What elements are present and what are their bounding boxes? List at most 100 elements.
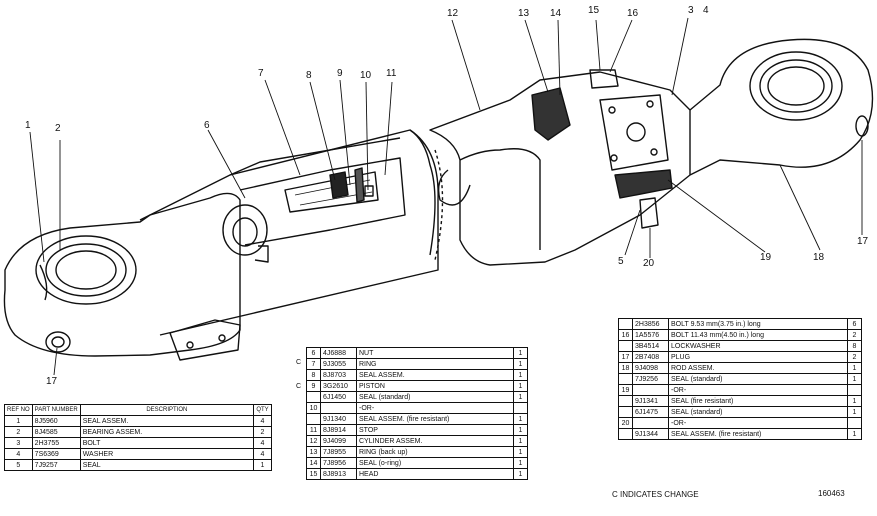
cell-ref: 16: [618, 329, 633, 341]
cell-qty: 1: [513, 457, 528, 469]
cell-desc: PLUG: [668, 351, 848, 363]
cell-qty: 1: [847, 373, 862, 385]
col-header-desc: DESCRIPTION: [79, 404, 255, 416]
cell-ref: [618, 395, 633, 407]
cell-ref: 13: [306, 446, 321, 458]
cell-part: 7J9257: [31, 459, 81, 471]
callout-5: 5: [618, 256, 624, 267]
cell-ref: 17: [618, 351, 633, 363]
cell-qty: [847, 417, 862, 429]
table-header-row: REF NO PART NUMBER DESCRIPTION QTY: [4, 404, 272, 416]
cell-desc: -OR-: [668, 384, 848, 396]
cell-qty: 1: [513, 468, 528, 480]
cell-desc: SEAL (standard): [668, 373, 848, 385]
cell-desc: -OR-: [356, 402, 514, 414]
cell-qty: 1: [253, 459, 272, 471]
callout-6: 6: [204, 120, 210, 131]
callout-17-left: 17: [46, 376, 58, 387]
piston-assembly: [222, 157, 406, 263]
cell-part: 6J1475: [632, 406, 669, 418]
figure-number: 160463: [818, 489, 845, 498]
cell-qty: 1: [513, 446, 528, 458]
col-header-ref: REF NO: [4, 404, 33, 416]
cell-qty: 1: [513, 380, 528, 392]
cell-ref: 20: [618, 417, 633, 429]
cell-part: 8J8703: [320, 369, 357, 381]
cell-desc: RING (back up): [356, 446, 514, 458]
cell-ref: 19: [618, 384, 633, 396]
cell-part: 9J3055: [320, 358, 357, 370]
cell-ref: 6: [306, 347, 321, 359]
cell-part: 7J9256: [632, 373, 669, 385]
change-note: C INDICATES CHANGE: [612, 490, 699, 499]
cell-qty: 1: [513, 369, 528, 381]
rod-eye: [689, 38, 874, 176]
callout-9: 9: [337, 68, 343, 79]
change-mark: C: [296, 359, 302, 366]
cell-part: 9J1344: [632, 428, 669, 440]
cell-part: 8J8914: [320, 424, 357, 436]
change-mark: C: [296, 383, 302, 390]
cell-qty: 1: [847, 428, 862, 440]
cell-desc: SEAL ASSEM. (fire resistant): [668, 428, 848, 440]
callout-1: 1: [25, 120, 31, 131]
callout-17-right: 17: [857, 236, 869, 247]
cell-part: 2H3856: [632, 318, 669, 330]
table-row: 19 -OR-: [618, 384, 862, 396]
cell-qty: 4: [253, 448, 272, 460]
callout-10: 10: [360, 70, 372, 81]
left-eye-housing: [3, 192, 241, 361]
cell-ref: 7: [306, 358, 321, 370]
cell-qty: 1: [513, 424, 528, 436]
cell-part: 9J4098: [632, 362, 669, 374]
cell-part: 8J8913: [320, 468, 357, 480]
cell-desc: SEAL (fire resistant): [668, 395, 848, 407]
cell-desc: RING: [356, 358, 514, 370]
cell-ref: 12: [306, 435, 321, 447]
cell-qty: 4: [253, 437, 272, 449]
callout-16: 16: [627, 8, 639, 19]
cell-ref: 11: [306, 424, 321, 436]
cell-desc: -OR-: [668, 417, 848, 429]
callout-2: 2: [55, 123, 61, 134]
cell-part: [632, 384, 669, 396]
cell-part: 8J5960: [31, 415, 81, 427]
cell-part: 7S6369: [31, 448, 81, 460]
callout-19: 19: [760, 252, 772, 263]
cell-desc: WASHER: [79, 448, 255, 460]
cell-desc: ROD ASSEM.: [668, 362, 848, 374]
cell-desc: HEAD: [356, 468, 514, 480]
cell-qty: 2: [847, 351, 862, 363]
callout-12: 12: [447, 8, 459, 19]
cell-ref: [618, 428, 633, 440]
callout-8: 8: [306, 70, 312, 81]
cell-part: 9J4099: [320, 435, 357, 447]
cell-ref: [618, 318, 633, 330]
cell-part: 9J1340: [320, 413, 357, 425]
cell-desc: CYLINDER ASSEM.: [356, 435, 514, 447]
cell-qty: 4: [253, 415, 272, 427]
cell-desc: BEARING ASSEM.: [79, 426, 255, 438]
cell-part: 3G2610: [320, 380, 357, 392]
cell-qty: 1: [513, 358, 528, 370]
cell-part: 7J8955: [320, 446, 357, 458]
cell-ref: [618, 340, 633, 352]
cell-part: 8J4585: [31, 426, 81, 438]
table-row: 20 -OR-: [618, 417, 862, 429]
